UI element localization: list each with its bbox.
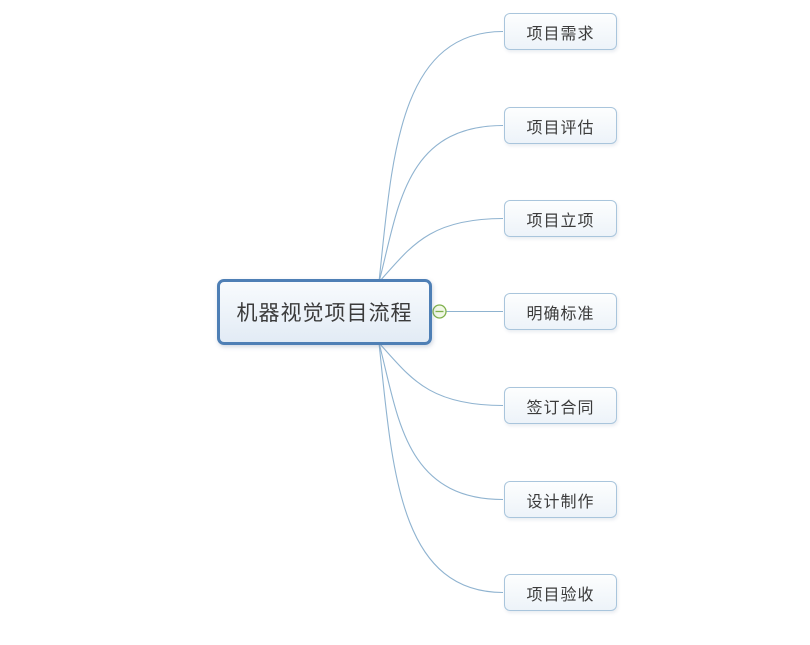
topic-project-requirements[interactable]: 项目需求 (504, 13, 617, 50)
collapse-icon[interactable] (432, 304, 447, 319)
connector-line (378, 217, 504, 283)
topic-sign-contract[interactable]: 签订合同 (504, 387, 617, 424)
connector-line (378, 342, 504, 501)
connector-line (378, 124, 504, 283)
topic-label: 设计制作 (526, 493, 595, 511)
topic-project-approval[interactable]: 项目立项 (504, 200, 617, 237)
topic-label: 签订合同 (526, 399, 595, 417)
connector-line (378, 342, 504, 407)
topic-label: 项目评估 (526, 119, 595, 137)
topic-label: 项目立项 (526, 212, 595, 230)
root-topic[interactable]: 机器视觉项目流程 (217, 279, 432, 345)
topic-label: 项目需求 (526, 25, 595, 43)
root-topic-label: 机器视觉项目流程 (236, 302, 413, 325)
topic-define-standards[interactable]: 明确标准 (504, 293, 617, 330)
topic-label: 项目验收 (526, 586, 595, 604)
connector-line (378, 342, 504, 594)
topic-project-evaluation[interactable]: 项目评估 (504, 107, 617, 144)
connector-line (378, 30, 504, 283)
topic-project-acceptance[interactable]: 项目验收 (504, 574, 617, 611)
topic-design-production[interactable]: 设计制作 (504, 481, 617, 518)
topic-label: 明确标准 (526, 305, 595, 323)
